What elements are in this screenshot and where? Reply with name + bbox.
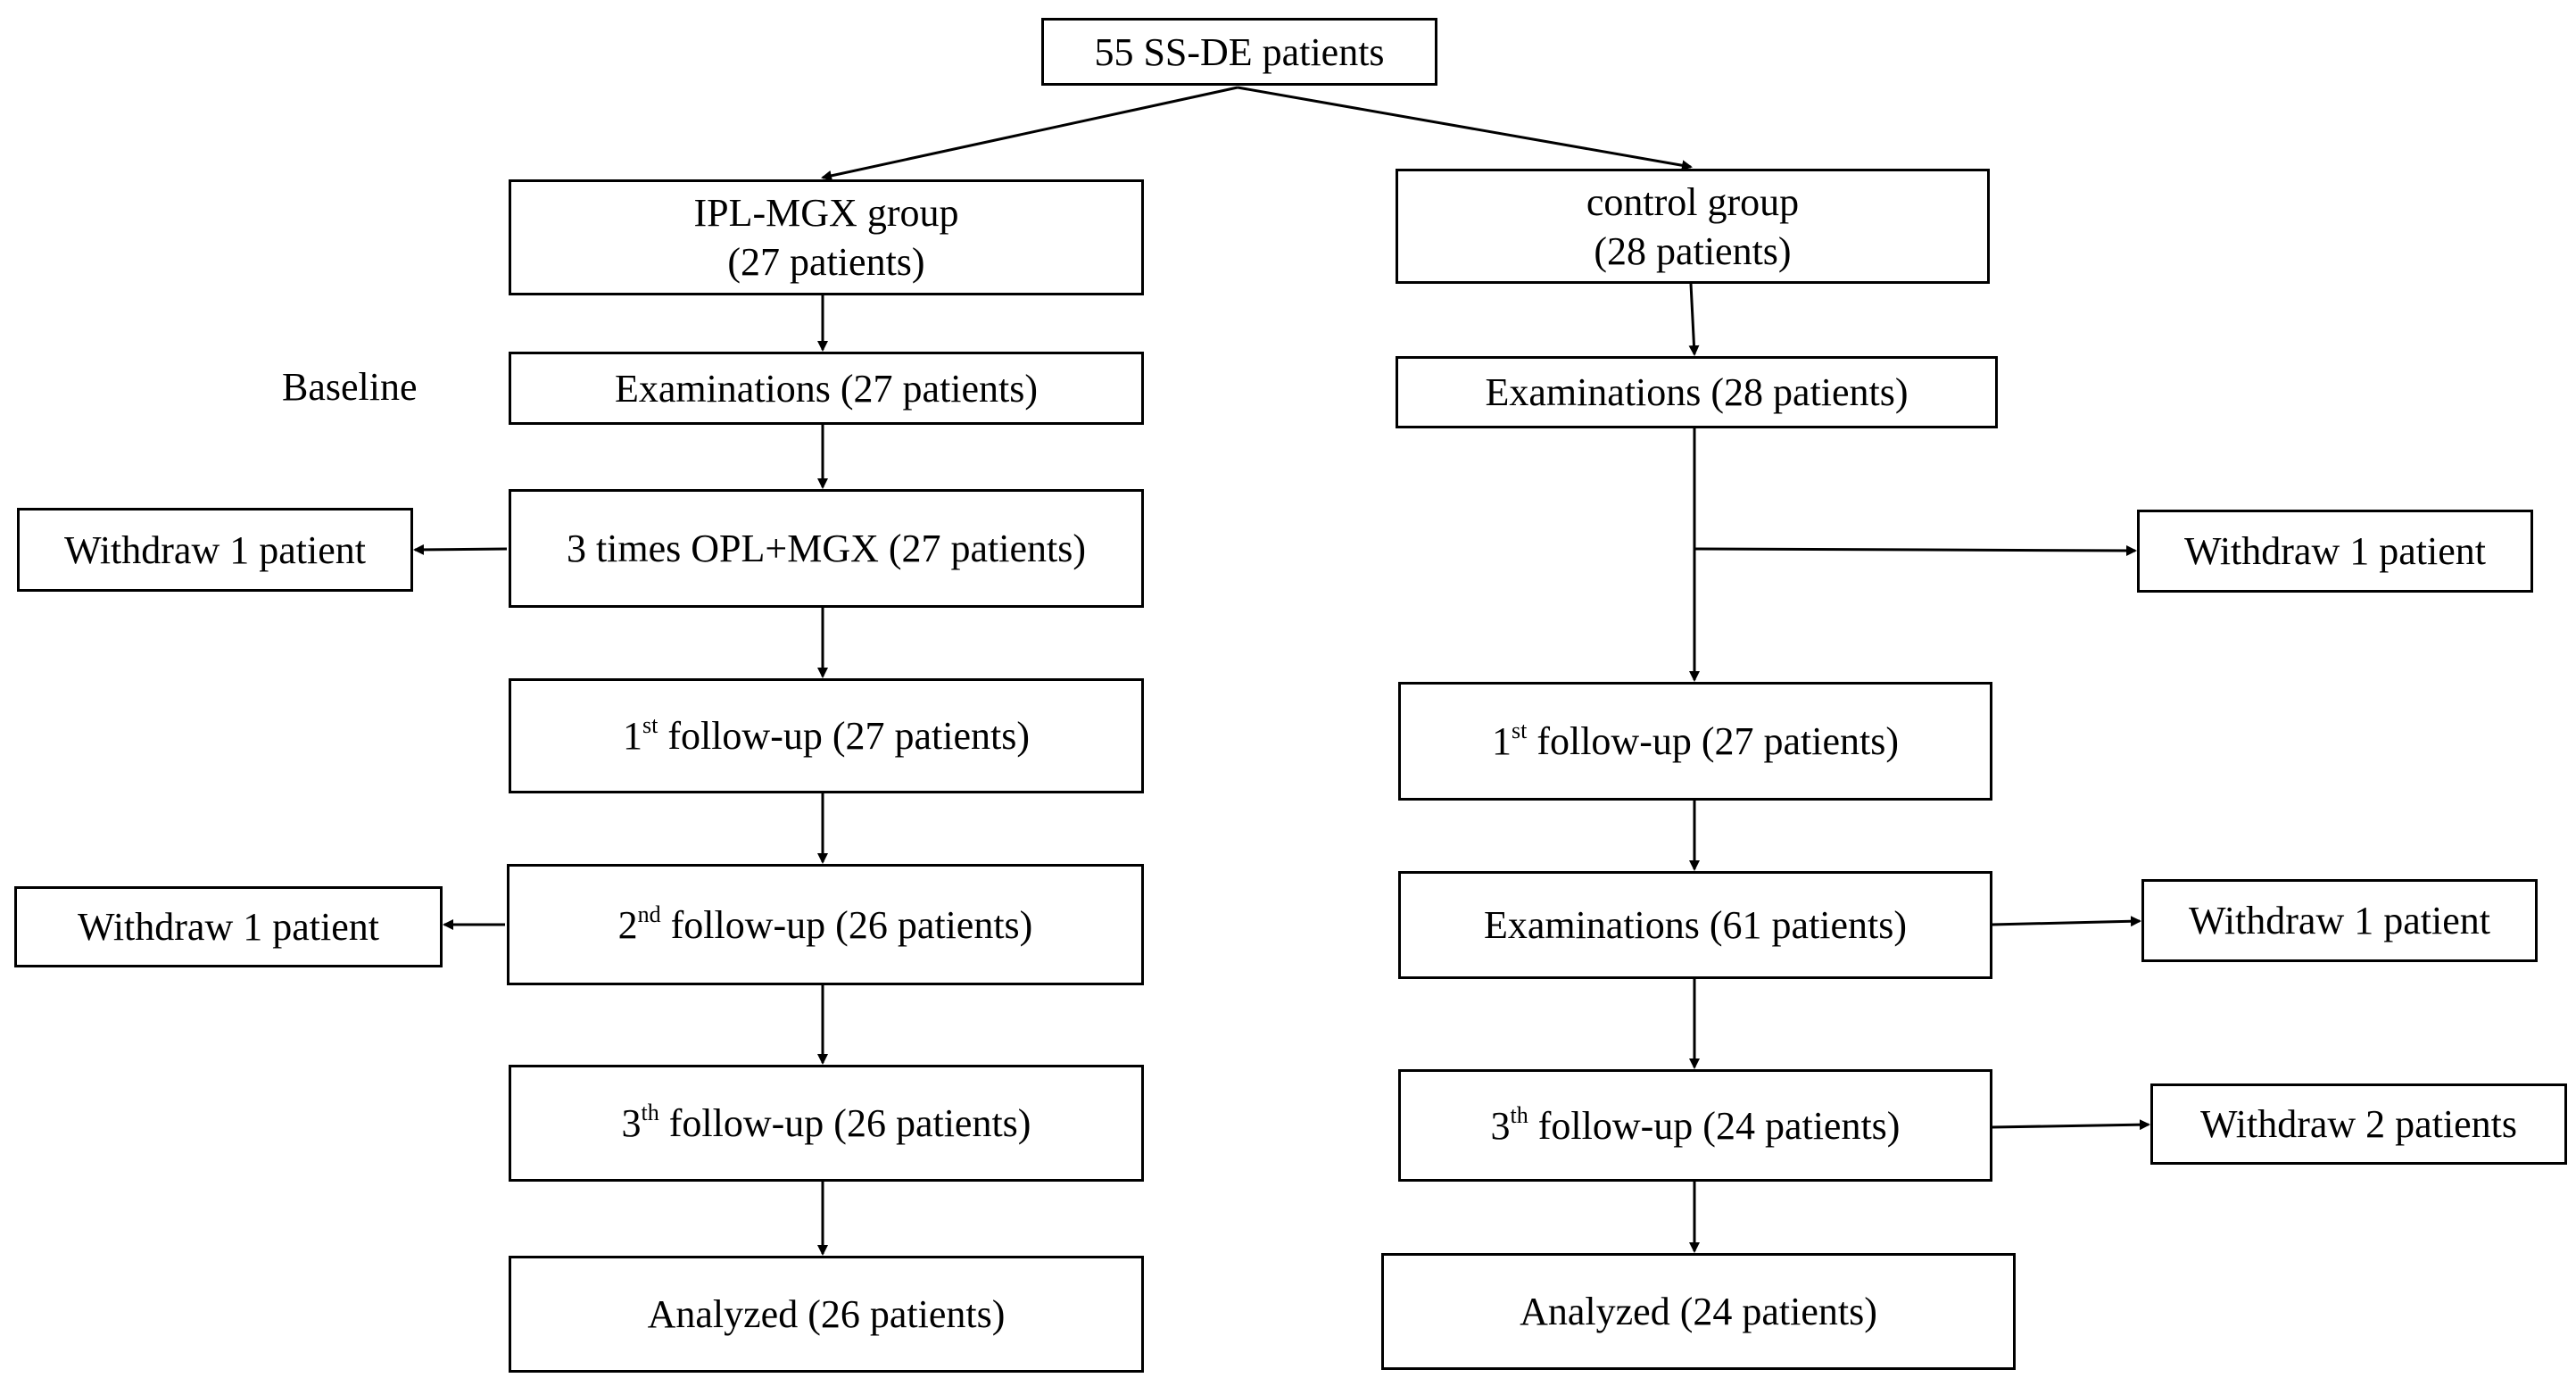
- box-total-patients-text: 55 SS-DE patients: [1094, 29, 1385, 74]
- baseline-label: Baseline: [282, 365, 418, 409]
- arrow-top-to-left-group: [821, 86, 1238, 181]
- left-withdraw-2-text: Withdraw 1 patient: [78, 905, 379, 949]
- ipl-mgx-group-count: (27 patients): [727, 240, 925, 284]
- box-left-follow-up-1: 1st follow-up (27 patients): [509, 678, 1144, 793]
- arrow-right-fu3-to-withdraw: [1991, 1119, 2150, 1131]
- box-right-withdraw-1: Withdraw 1 patient: [2137, 510, 2533, 593]
- arrow-right-exam2-to-withdraw: [1991, 916, 2141, 927]
- box-right-examinations-2: Examinations (61 patients): [1398, 871, 1992, 979]
- right-withdraw-1-text: Withdraw 1 patient: [2184, 529, 2486, 573]
- left-follow-up-2-text: 2nd follow-up (26 patients): [617, 901, 1033, 947]
- box-ipl-mgx-group: IPL-MGX group (27 patients): [509, 179, 1144, 295]
- box-right-follow-up-3: 3th follow-up (24 patients): [1398, 1069, 1992, 1182]
- box-right-withdraw-3: Withdraw 2 patients: [2150, 1083, 2567, 1165]
- box-left-follow-up-2: 2nd follow-up (26 patients): [507, 864, 1144, 985]
- box-right-examinations: Examinations (28 patients): [1396, 356, 1998, 428]
- right-analyzed-text: Analyzed (24 patients): [1520, 1290, 1877, 1333]
- box-left-treatment: 3 times OPL+MGX (27 patients): [509, 489, 1144, 608]
- box-control-group: control group (28 patients): [1396, 169, 1990, 284]
- arrow-left-treatment-to-withdraw: [413, 544, 508, 555]
- control-group-count: (28 patients): [1594, 228, 1792, 273]
- left-follow-up-1-text: 1st follow-up (27 patients): [622, 712, 1031, 758]
- right-follow-up-3-text: 3th follow-up (24 patients): [1490, 1101, 1901, 1148]
- box-left-withdraw-1: Withdraw 1 patient: [17, 508, 413, 592]
- box-right-follow-up-1: 1st follow-up (27 patients): [1398, 682, 1992, 801]
- box-left-analyzed: Analyzed (26 patients): [509, 1256, 1144, 1373]
- right-withdraw-3-text: Withdraw 2 patients: [2199, 1102, 2518, 1146]
- box-left-withdraw-2: Withdraw 1 patient: [14, 886, 443, 967]
- control-group-name: control group: [1586, 179, 1800, 224]
- right-examinations-text: Examinations (28 patients): [1485, 370, 1909, 414]
- left-withdraw-1-text: Withdraw 1 patient: [64, 527, 366, 572]
- left-examinations-text: Examinations (27 patients): [614, 366, 1039, 411]
- arrow-right-group-to-exam: [1688, 283, 1700, 356]
- box-left-follow-up-3: 3th follow-up (26 patients): [509, 1065, 1144, 1182]
- box-right-analyzed: Analyzed (24 patients): [1381, 1253, 2016, 1370]
- left-follow-up-3-text: 3th follow-up (26 patients): [621, 1100, 1031, 1145]
- left-analyzed-text: Analyzed (26 patients): [647, 1292, 1006, 1336]
- left-treatment-text: 3 times OPL+MGX (27 patients): [566, 527, 1087, 570]
- box-right-withdraw-2: Withdraw 1 patient: [2141, 879, 2538, 962]
- right-follow-up-1-text: 1st follow-up (27 patients): [1491, 718, 1900, 763]
- right-withdraw-2-text: Withdraw 1 patient: [2189, 899, 2490, 942]
- ipl-mgx-group-name: IPL-MGX group: [693, 191, 959, 235]
- right-examinations-2-text: Examinations (61 patients): [1483, 903, 1908, 947]
- arrow-top-to-right-group: [1237, 86, 1693, 171]
- arrow-right-branch-to-withdraw: [1694, 544, 2137, 556]
- box-left-examinations: Examinations (27 patients): [509, 352, 1144, 425]
- box-total-patients: 55 SS-DE patients: [1041, 18, 1437, 86]
